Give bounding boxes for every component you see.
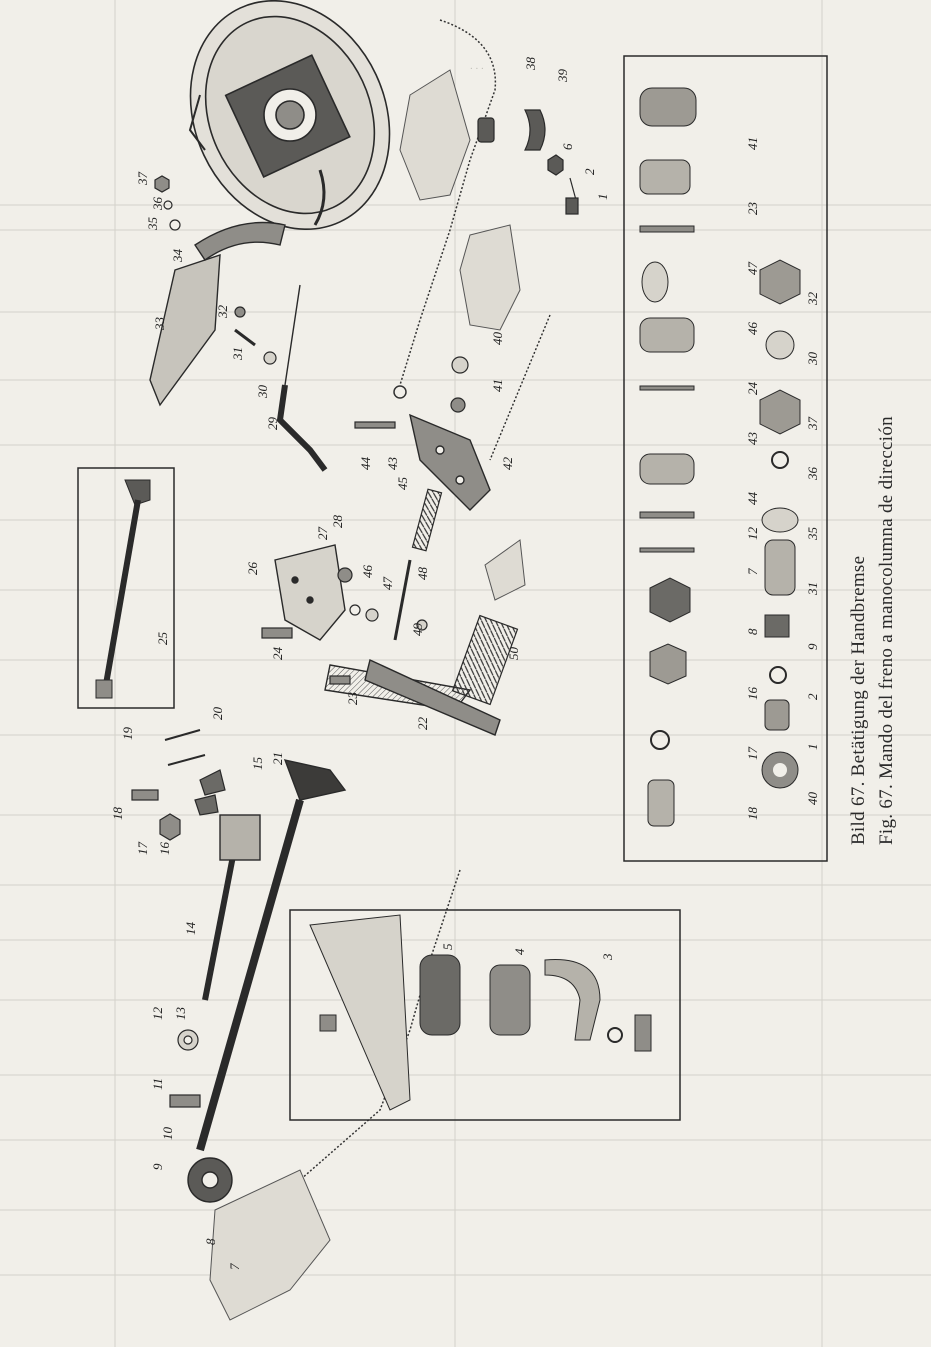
callout-41: 41: [490, 379, 505, 392]
inset-callout-43: 43: [745, 432, 760, 445]
caption-german: Bild 67. Betätigung der Handbremse: [848, 555, 869, 845]
inset-callout-46: 46: [745, 322, 760, 335]
callout-24: 24: [270, 647, 285, 660]
callout-4: 4: [512, 948, 527, 956]
callout-39: 39: [555, 69, 570, 82]
cable-clamp-parts: [477, 109, 579, 215]
inset-callout-16: 16: [745, 687, 760, 700]
callout-12: 12: [150, 1007, 165, 1020]
inset-box-lower: [289, 909, 681, 1121]
callout-1: 1: [595, 193, 610, 201]
inset-callout-44: 44: [745, 492, 760, 505]
callout-6: 6: [560, 143, 575, 151]
inset-callout-24: 24: [745, 382, 760, 395]
callout-10: 10: [160, 1127, 175, 1140]
inset-callout-30: 30: [805, 352, 820, 365]
small-parts-left: [131, 175, 469, 1108]
inset-callout-37: 37: [805, 417, 820, 430]
callout-31: 31: [230, 347, 245, 360]
callout-3: 3: [600, 953, 615, 961]
callout-14: 14: [183, 922, 198, 935]
callout-8: 8: [203, 1238, 218, 1246]
callout-2: 2: [582, 168, 597, 176]
callout-30: 30: [255, 385, 270, 398]
callout-16: 16: [157, 842, 172, 855]
callout-38: 38: [523, 57, 538, 70]
inset-callout-7: 7: [745, 568, 760, 576]
callout-48: 48: [415, 567, 430, 580]
inset-callout-35: 35: [805, 527, 820, 540]
callout-45: 45: [395, 477, 410, 490]
callout-18: 18: [110, 807, 125, 820]
brake-lever: [187, 659, 501, 1203]
inset-callout-12: 12: [745, 527, 760, 540]
inset-box-right: [623, 55, 828, 862]
callout-33: 33: [152, 317, 167, 330]
callout-28: 28: [330, 515, 345, 528]
callout-17: 17: [135, 842, 150, 855]
callout-42: 42: [500, 457, 515, 470]
bracket-42: [409, 413, 491, 511]
inset-callout-31: 31: [805, 582, 820, 595]
inset-callout-36: 36: [805, 467, 820, 480]
callout-15: 15: [250, 757, 265, 770]
inset-callout-2: 2: [805, 693, 820, 701]
inset-callout-18: 18: [745, 807, 760, 820]
callout-22: 22: [415, 717, 430, 730]
callout-36: 36: [150, 197, 165, 210]
bracket-26: [274, 544, 346, 641]
callout-37: 37: [135, 172, 150, 185]
inset-callout-47: 47: [745, 262, 760, 275]
callout-5: 5: [440, 943, 455, 951]
inset-box-25: [77, 467, 175, 709]
callout-7: 7: [227, 1263, 242, 1271]
callout-40: 40: [490, 332, 505, 345]
brake-drum: [188, 0, 391, 231]
inset-callout-23: 23: [745, 202, 760, 215]
springs: [393, 488, 519, 706]
callout-11: 11: [150, 1077, 165, 1090]
inset-callout-8: 8: [745, 628, 760, 636]
callout-35: 35: [145, 217, 160, 230]
callout-44: 44: [358, 457, 373, 470]
inset-callout-17: 17: [745, 747, 760, 760]
inset-callout-40: 40: [805, 792, 820, 805]
callout-49: 49: [410, 623, 425, 636]
callout-20: 20: [210, 707, 225, 720]
caption-spanish: Fig. 67. Mando del freno a manocolumna d…: [876, 416, 897, 845]
inset-callout-41: 41: [745, 137, 760, 150]
cable-29: [276, 284, 551, 472]
inset-callout-9: 9: [805, 643, 820, 651]
callout-27: 27: [315, 527, 330, 540]
callout-21: 21: [270, 752, 285, 765]
bleed-text: . . .: [470, 60, 484, 72]
callout-34: 34: [170, 249, 185, 262]
inset-callout-1: 1: [805, 743, 820, 751]
callout-13: 13: [173, 1007, 188, 1020]
callout-47: 47: [380, 577, 395, 590]
brake-shoe: [149, 221, 286, 407]
callout-32: 32: [215, 305, 230, 318]
inset-callout-32: 32: [805, 292, 820, 305]
callout-43: 43: [385, 457, 400, 470]
callout-46: 46: [360, 565, 375, 578]
callout-9: 9: [150, 1163, 165, 1171]
callout-26: 26: [245, 562, 260, 575]
callout-19: 19: [120, 727, 135, 740]
callout-25: 25: [155, 632, 170, 645]
callout-50: 50: [506, 647, 521, 660]
callout-23: 23: [345, 692, 360, 705]
callout-29: 29: [265, 417, 280, 430]
vignette-panels: [209, 69, 526, 1321]
